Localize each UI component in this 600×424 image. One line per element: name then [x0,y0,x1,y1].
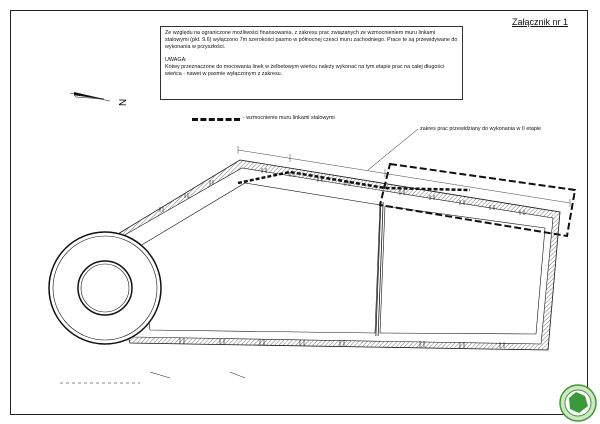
note-paragraph-1: Ze względu na ograniczone możliwości fin… [165,30,458,50]
sheet-frame [10,10,588,415]
note-box: Ze względu na ograniczone możliwości fin… [160,26,463,100]
cable-reinforcement-line [237,170,471,192]
callout-leader [367,128,419,171]
company-logo-icon [559,384,597,422]
legend-dashed-line [192,118,240,122]
perimeter-wall [102,159,561,351]
legend-label: - wzmocnienie muru linkami stalowymi [243,115,335,121]
dimension-line [237,146,571,207]
north-arrow-icon [69,92,111,102]
note-paragraph-2: Kotwy przeznaczone do mocowania linek w … [165,64,444,77]
note-heading: UWAGA: [165,57,187,63]
ground-marks [60,371,246,384]
north-letter: N [118,99,129,107]
anchor-marks [159,168,525,348]
stage-two-callout-label: zakres prac przewidziany do wykonania w … [420,126,542,132]
annex-label: Załącznik nr 1 [512,17,569,27]
round-tower [48,231,162,345]
stage-two-zone-outline [378,162,577,238]
